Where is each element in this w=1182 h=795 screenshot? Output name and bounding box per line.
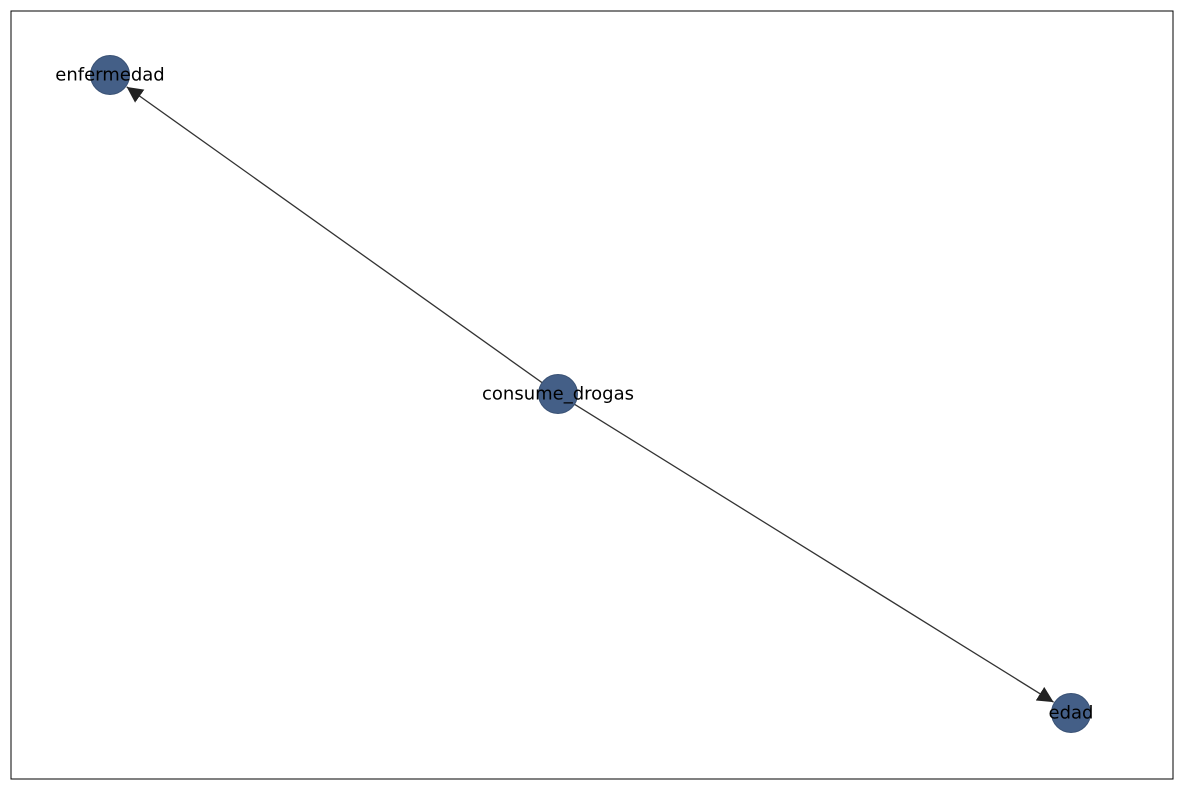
node-label-consume_drogas: consume_drogas bbox=[482, 384, 634, 405]
edges-layer bbox=[126, 86, 1054, 703]
node-enfermedad bbox=[90, 55, 130, 95]
node-consume_drogas bbox=[538, 374, 578, 414]
node-label-edad: edad bbox=[1049, 703, 1094, 724]
node-edad bbox=[1051, 693, 1091, 733]
edge-consume_drogas-to-enfermedad bbox=[126, 86, 543, 384]
node-label-enfermedad: enfermedad bbox=[55, 65, 164, 86]
plot-frame bbox=[10, 10, 1174, 780]
nodes-layer bbox=[90, 55, 1091, 733]
edge-consume_drogas-to-edad bbox=[574, 403, 1054, 703]
